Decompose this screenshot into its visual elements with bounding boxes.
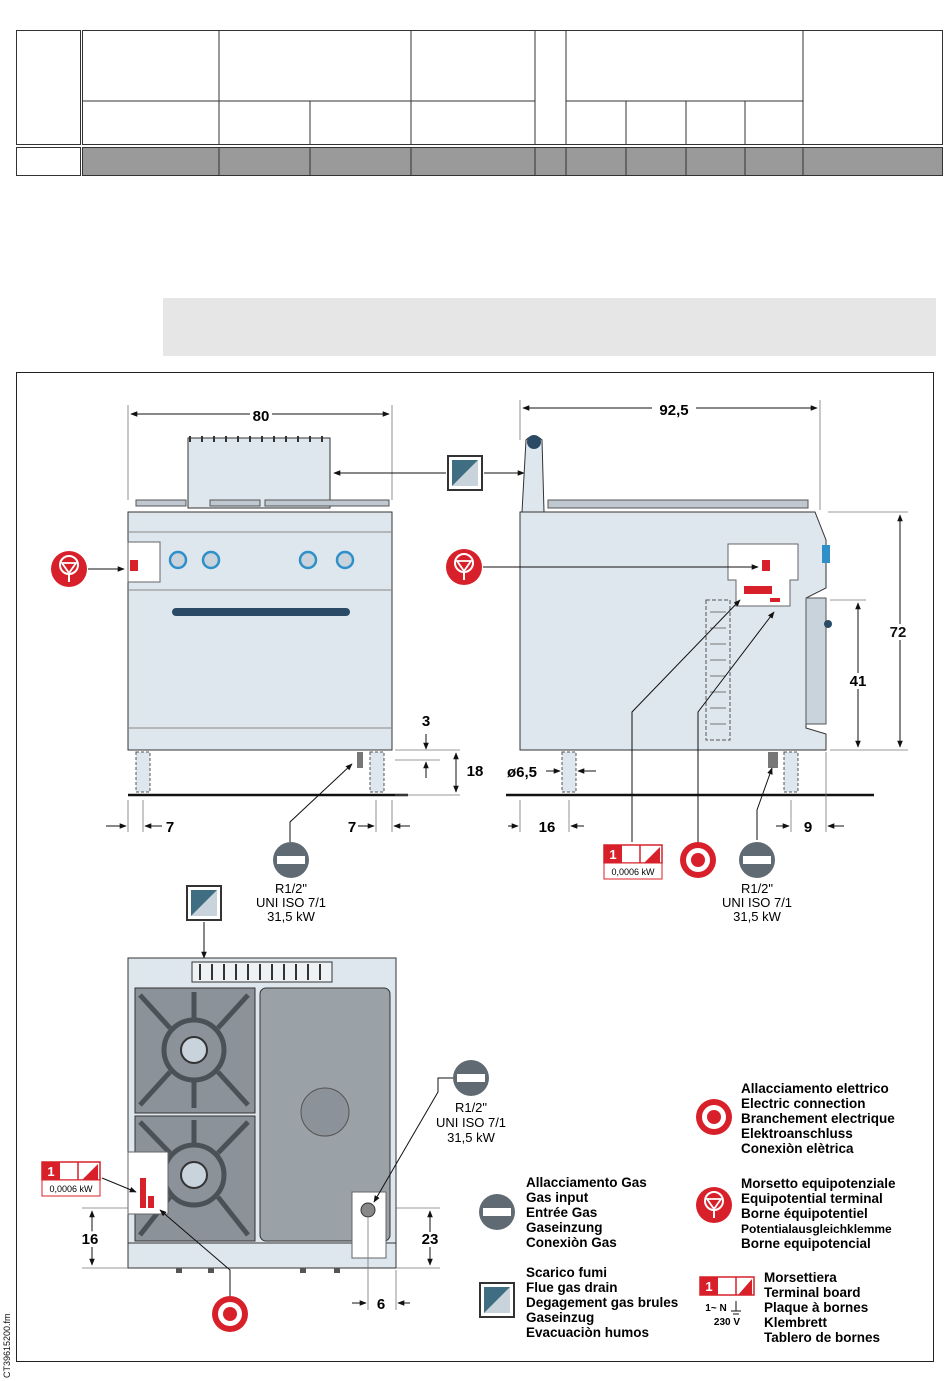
legend-terminal-number: 1	[705, 1279, 712, 1294]
legend-flue-2: Flue gas drain	[526, 1280, 618, 1295]
equipotential-icon	[51, 551, 87, 587]
legend-electric-3: Branchement electrique	[741, 1111, 895, 1126]
legend-terminal-board-icon	[699, 1276, 755, 1315]
legend-flue-1: Scarico fumi	[526, 1265, 607, 1280]
legend-gas-4: Gaseinzung	[526, 1220, 603, 1235]
legend: Allacciamento elettrico Electric connect…	[479, 1081, 896, 1345]
terminal-power-top: 0,0006 kW	[49, 1184, 93, 1194]
electric-connection-icon	[680, 842, 716, 878]
legend-gas-1: Allacciamento Gas	[526, 1175, 647, 1190]
header-table	[16, 30, 943, 176]
gas-input-icon-top	[453, 1060, 489, 1096]
legend-electric-5: Conexiòn elètrica	[741, 1141, 854, 1156]
gas-input-icon	[273, 842, 309, 878]
legend-terminal-2: Terminal board	[764, 1285, 861, 1300]
dim-top-bottom-offset: 6	[377, 1296, 385, 1313]
legend-electric-1: Allacciamento elettrico	[741, 1081, 889, 1096]
dim-front-width: 80	[253, 408, 270, 425]
legend-equipotential-1: Morsetto equipotenziale	[741, 1176, 896, 1191]
flue-drain-icon-top	[186, 885, 222, 921]
top-view: 16 23 6 R1/2" UNI ISO 7/1 31,5 kW 1 0,0	[41, 885, 506, 1332]
gas-spec-top-2: UNI ISO 7/1	[436, 1115, 506, 1130]
legend-equipotential-5: Borne equipotencial	[741, 1236, 871, 1251]
dim-top-right-offset: 23	[422, 1231, 439, 1248]
gas-spec-side-1: R1/2"	[741, 881, 773, 896]
terminal-power-side: 0,0006 kW	[611, 867, 655, 877]
gas-spec-side-2: UNI ISO 7/1	[722, 895, 792, 910]
legend-gas-icon	[479, 1194, 515, 1230]
dim-height-oven: 41	[850, 673, 867, 690]
gas-spec-side-3: 31,5 kW	[733, 909, 781, 924]
terminal-number-top: 1	[47, 1164, 54, 1179]
legend-electric-icon	[696, 1099, 732, 1135]
dim-front-right-offset: 7	[348, 819, 356, 836]
terminal-number-side: 1	[609, 847, 616, 862]
dim-foot-diameter: ø6,5	[507, 764, 537, 781]
terminal-badge-side	[603, 844, 663, 880]
dim-height-total: 72	[890, 624, 907, 641]
side-view: 92,5 72 41 ø6,5 16 9	[446, 400, 909, 924]
legend-flue-4: Gaseinzug	[526, 1310, 594, 1325]
gas-spec-top-3: 31,5 kW	[447, 1130, 495, 1145]
legend-equipotential-4: Potentialausgleichklemme	[741, 1222, 892, 1236]
legend-flue-icon	[479, 1282, 515, 1318]
legend-electric-2: Electric connection	[741, 1096, 866, 1111]
gas-input-icon-side	[739, 842, 775, 878]
legend-terminal-voltage: 230 V	[714, 1317, 740, 1328]
dim-side-depth: 92,5	[659, 402, 688, 419]
dim-top-left-offset: 16	[82, 1231, 99, 1248]
drawing-frame	[16, 372, 934, 1362]
gas-spec-front-1: R1/2"	[275, 881, 307, 896]
gas-spec-front-3: 31,5 kW	[267, 909, 315, 924]
legend-equipotential-2: Equipotential terminal	[741, 1191, 883, 1206]
legend-terminal-4: Klembrett	[764, 1315, 828, 1330]
dim-front-left-offset: 7	[166, 819, 174, 836]
legend-terminal-phase: 1~ N	[705, 1303, 726, 1314]
legend-terminal-3: Plaque à bornes	[764, 1300, 868, 1315]
front-view: 80 3 18 7 7 R1	[51, 405, 483, 924]
legend-gas-3: Entrée Gas	[526, 1205, 597, 1220]
dim-side-right-offset: 9	[804, 819, 812, 836]
gas-spec-front-2: UNI ISO 7/1	[256, 895, 326, 910]
legend-electric-4: Elektroanschluss	[741, 1126, 853, 1141]
legend-gas-5: Conexiòn Gas	[526, 1235, 617, 1250]
equipotential-icon-side	[446, 549, 482, 585]
dim-foot-height: 18	[467, 763, 484, 780]
legend-flue-3: Degagement gas brules	[526, 1295, 678, 1310]
gas-spec-top-1: R1/2"	[455, 1100, 487, 1115]
legend-equipotential-icon	[696, 1187, 732, 1223]
title-band	[163, 298, 936, 356]
document-id-label: CT39615200.fm	[2, 1313, 12, 1378]
legend-equipotential-3: Borne équipotentiel	[741, 1206, 868, 1221]
legend-terminal-1: Morsettiera	[764, 1270, 837, 1285]
legend-terminal-5: Tablero de bornes	[764, 1330, 880, 1345]
legend-gas-2: Gas input	[526, 1190, 589, 1205]
electric-connection-icon-top	[212, 1296, 248, 1332]
legend-flue-5: Evacuaciòn humos	[526, 1325, 649, 1340]
flue-drain-icon	[447, 455, 483, 491]
terminal-badge-top	[41, 1161, 101, 1197]
dim-side-left-offset: 16	[539, 819, 556, 836]
dim-foot-gap: 3	[422, 713, 430, 730]
